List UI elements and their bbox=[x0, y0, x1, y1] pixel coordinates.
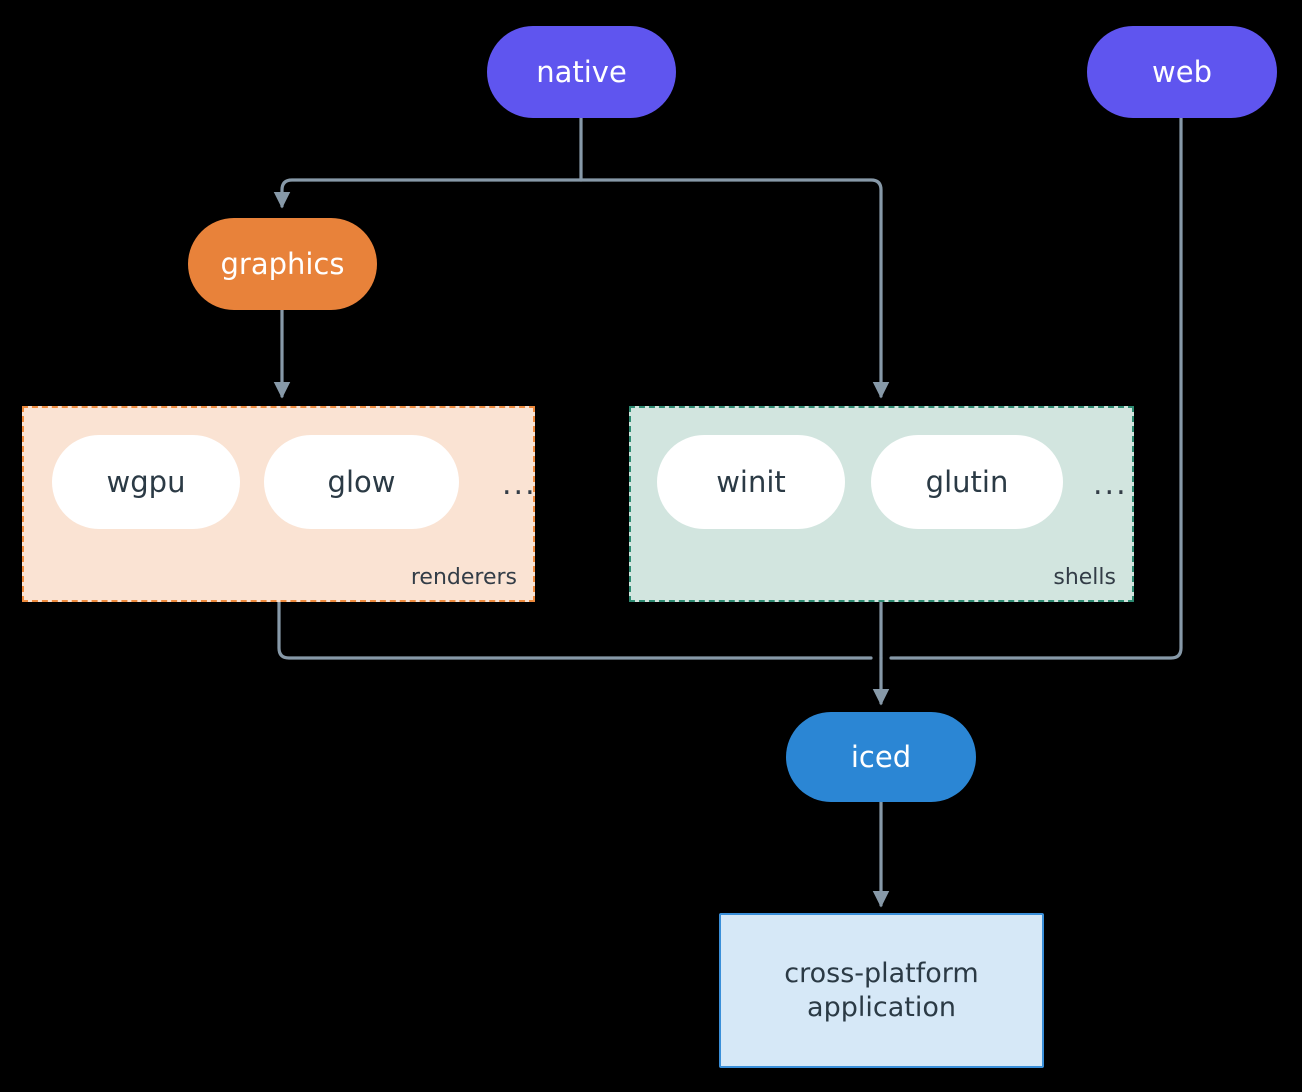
node-glutin[interactable]: glutin bbox=[871, 435, 1063, 529]
node-wgpu[interactable]: wgpu bbox=[52, 435, 240, 529]
cluster-renderers: wgpu glow ... renderers bbox=[22, 406, 535, 602]
node-glow-label: glow bbox=[327, 465, 396, 499]
node-glutin-label: glutin bbox=[925, 465, 1009, 499]
cluster-shells-label: shells bbox=[1053, 565, 1116, 590]
node-graphics[interactable]: graphics bbox=[188, 218, 377, 310]
node-graphics-label: graphics bbox=[220, 246, 345, 281]
node-winit[interactable]: winit bbox=[657, 435, 845, 529]
node-cross-platform-application[interactable]: cross-platform application bbox=[719, 913, 1044, 1068]
cluster-shells: winit glutin ... shells bbox=[629, 406, 1134, 602]
cluster-renderers-label: renderers bbox=[410, 565, 517, 590]
renderers-overflow-ellipsis: ... bbox=[502, 467, 537, 502]
edge-native-graphics bbox=[273, 178, 583, 209]
edge-native-shells bbox=[579, 178, 890, 399]
shells-overflow-ellipsis: ... bbox=[1093, 467, 1128, 502]
node-web-label: web bbox=[1152, 54, 1212, 89]
node-web[interactable]: web bbox=[1087, 26, 1277, 118]
node-native-label: native bbox=[536, 54, 627, 89]
node-winit-label: winit bbox=[716, 465, 786, 499]
node-iced-label: iced bbox=[850, 739, 912, 774]
node-native[interactable]: native bbox=[487, 26, 676, 118]
edge-renderers-iced bbox=[277, 600, 873, 660]
application-label-line2: application bbox=[807, 991, 956, 1023]
node-wgpu-label: wgpu bbox=[106, 465, 186, 499]
node-iced[interactable]: iced bbox=[786, 712, 976, 802]
node-glow[interactable]: glow bbox=[264, 435, 459, 529]
application-label-line1: cross-platform bbox=[784, 957, 979, 989]
